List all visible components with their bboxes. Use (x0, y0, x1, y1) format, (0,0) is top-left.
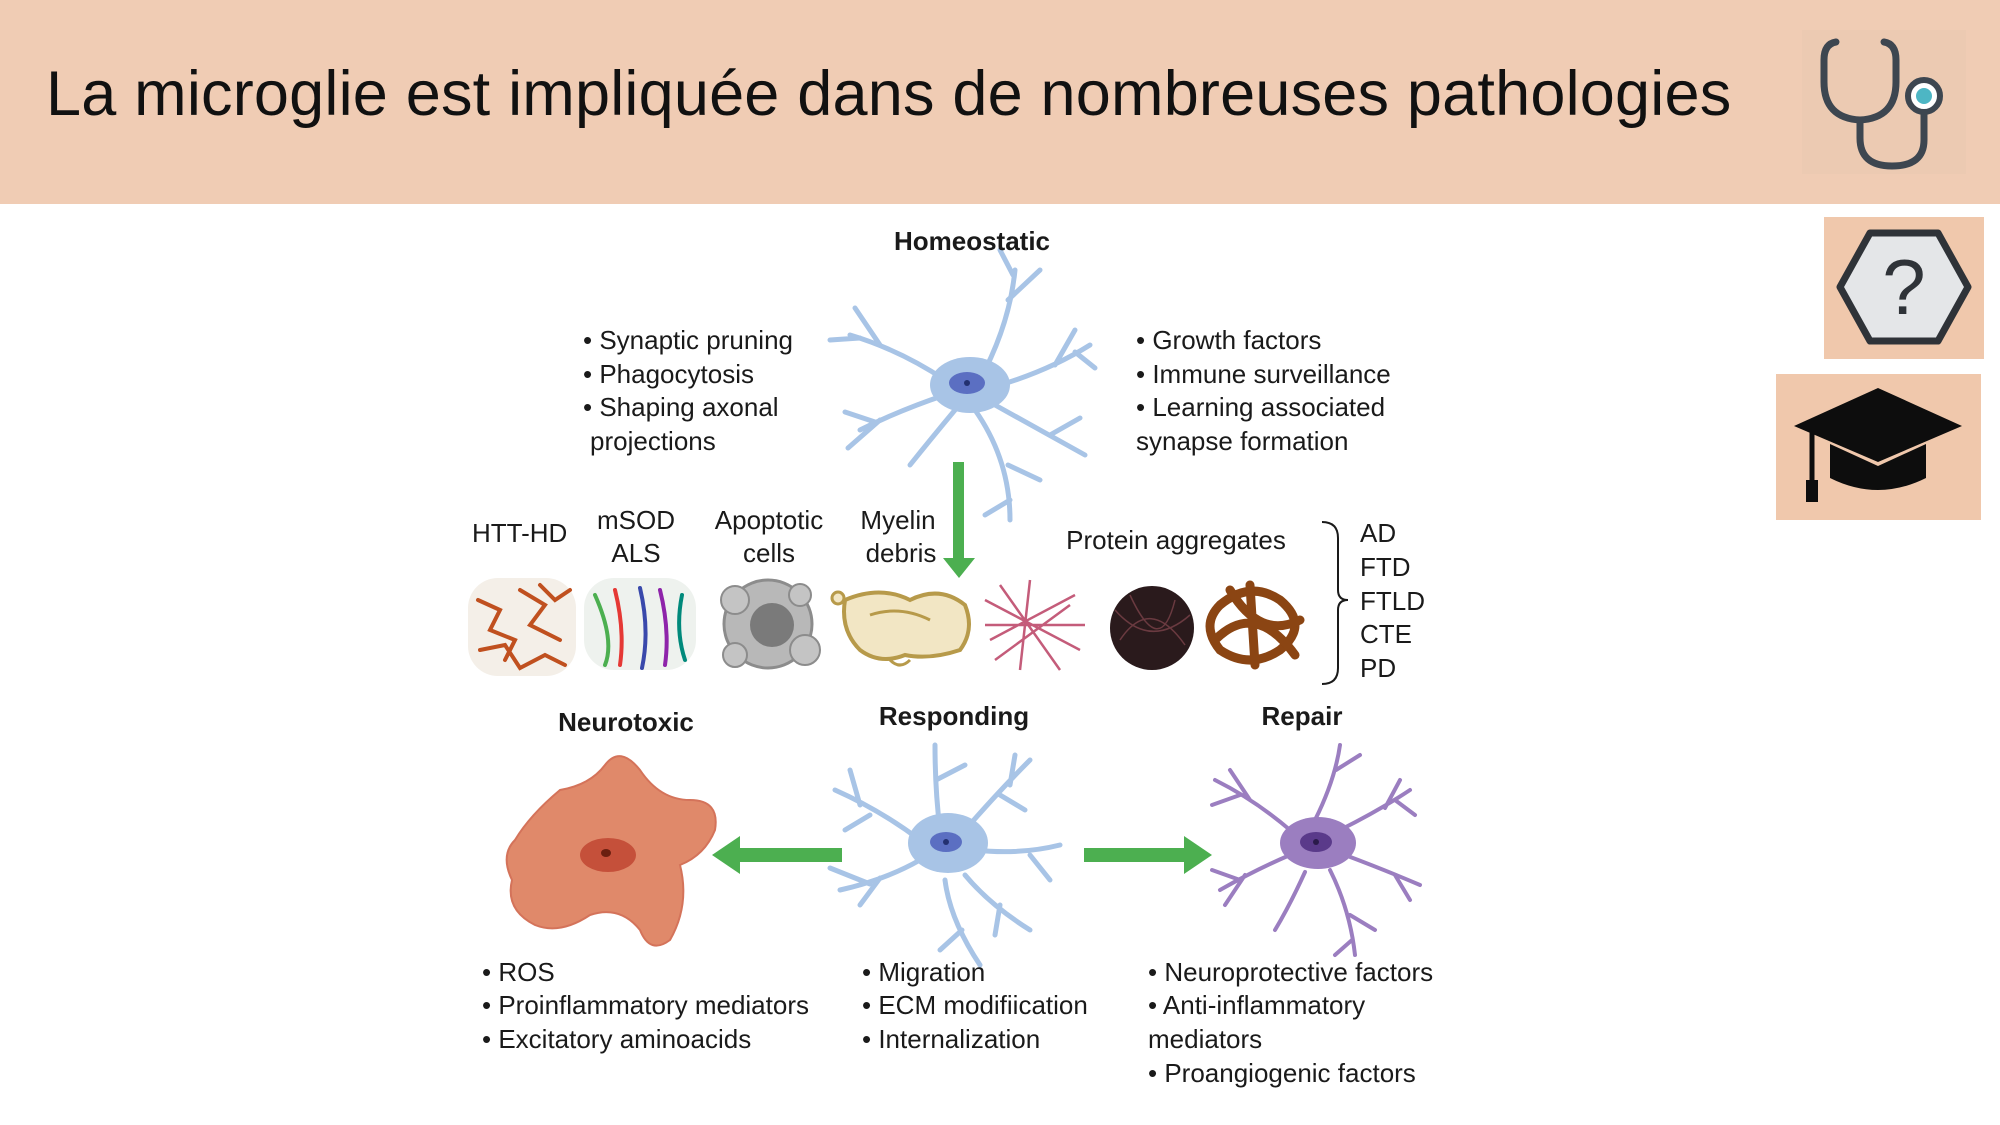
arrow-right (1084, 836, 1212, 874)
trigger-debris-label: debris (866, 538, 937, 568)
slide-header: La microglie est impliquée dans de nombr… (0, 0, 2000, 204)
homeostatic-title: Homeostatic (894, 226, 1050, 256)
responding-title: Responding (879, 701, 1029, 731)
disease-pd: PD (1360, 653, 1396, 683)
stethoscope-icon (1820, 38, 1943, 170)
msod-protein-structure (584, 578, 696, 670)
neurotoxic-title: Neurotoxic (558, 707, 694, 737)
homeostatic-right-item: • Immune surveillance (1136, 359, 1391, 389)
repair-microglia-cell (1210, 743, 1422, 957)
homeostatic-right-item: • Learning associated (1136, 392, 1385, 422)
responding-microglia-cell (827, 742, 1063, 968)
disease-ftd: FTD (1360, 552, 1411, 582)
responding-item: • Migration (862, 957, 985, 987)
trigger-als-label: ALS (611, 538, 660, 568)
disease-ad: AD (1360, 518, 1396, 548)
trigger-apoptotic-label: Apoptotic (715, 505, 823, 535)
disease-cte: CTE (1360, 619, 1412, 649)
trigger-myelin-label: Myelin (860, 505, 935, 535)
neurotoxic-item: • ROS (482, 957, 555, 987)
course-button[interactable] (1776, 374, 1981, 520)
arrow-down (943, 462, 975, 578)
protein-aggregate-fibrils (984, 579, 1085, 671)
repair-title: Repair (1262, 701, 1343, 731)
help-glyph: ? (1882, 243, 1925, 331)
homeostatic-microglia-cell (827, 247, 1098, 523)
repair-item: • Proangiogenic factors (1148, 1058, 1416, 1088)
arrow-left (712, 836, 842, 874)
myelin-debris (830, 590, 971, 667)
homeostatic-left-item: • Shaping axonal (583, 392, 779, 422)
homeostatic-left-item: • Synaptic pruning (583, 325, 793, 355)
repair-item: • Neuroprotective factors (1148, 957, 1433, 987)
htt-protein-structure (468, 578, 576, 676)
stethoscope-button[interactable] (1802, 30, 1966, 174)
homeostatic-right-item: synapse formation (1136, 426, 1348, 456)
repair-item: • Anti-inflammatory (1148, 990, 1365, 1020)
homeostatic-left-item: projections (590, 426, 716, 456)
neurotoxic-microglia-cell (505, 755, 717, 947)
protein-aggregate-tangle (1110, 586, 1194, 670)
homeostatic-left-item: • Phagocytosis (583, 359, 754, 389)
trigger-htt-label: HTT-HD (472, 518, 567, 548)
graduation-cap-icon (1794, 388, 1962, 502)
trigger-protein-label: Protein aggregates (1066, 525, 1286, 555)
trigger-msod-label: mSOD (597, 505, 675, 535)
disease-ftld: FTLD (1360, 586, 1425, 616)
responding-item: • ECM modifiication (862, 990, 1088, 1020)
homeostatic-right-item: • Growth factors (1136, 325, 1321, 355)
trigger-cells-label: cells (743, 538, 795, 568)
apoptotic-cell (720, 578, 821, 670)
protein-aggregate-knot (1205, 580, 1305, 670)
neurotoxic-item: • Proinflammatory mediators (482, 990, 809, 1020)
neurotoxic-item: • Excitatory aminoacids (482, 1024, 751, 1054)
responding-item: • Internalization (862, 1024, 1040, 1054)
slide-title: La microglie est impliquée dans de nombr… (46, 59, 1732, 129)
repair-item: mediators (1148, 1024, 1262, 1054)
disease-bracket (1321, 521, 1349, 685)
question-hexagon-icon: ? (1836, 229, 1972, 345)
help-button[interactable]: ? (1824, 217, 1984, 359)
